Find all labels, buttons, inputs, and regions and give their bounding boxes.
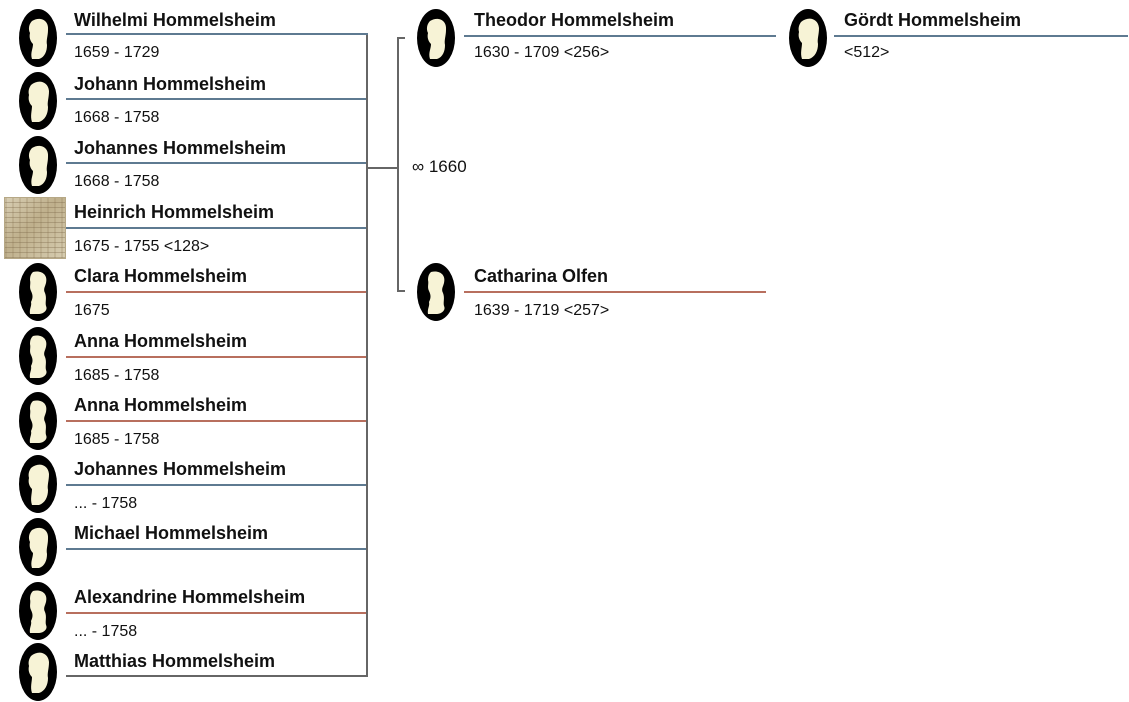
child-name[interactable]: Wilhelmi Hommelsheim (74, 10, 276, 30)
child-dates: ... - 1758 (74, 623, 138, 640)
male-silhouette-icon[interactable] (416, 8, 456, 68)
child-name[interactable]: Heinrich Hommelsheim (74, 202, 275, 222)
mother-underline (464, 291, 766, 293)
grandfather-name[interactable]: Gördt Hommelsheim (844, 10, 1022, 30)
child-name[interactable]: Anna Hommelsheim (74, 331, 248, 351)
child-name[interactable]: Matthias Hommelsheim (74, 651, 276, 671)
female-silhouette-icon[interactable] (18, 262, 58, 322)
grandfather-underline (834, 35, 1128, 37)
child-name[interactable]: Michael Hommelsheim (74, 523, 269, 543)
children-to-parents-connector (366, 167, 398, 169)
children-bottom-line (66, 675, 368, 677)
child-dates: ... - 1758 (74, 495, 138, 512)
child-name[interactable]: Clara Hommelsheim (74, 266, 248, 286)
person-underline (66, 484, 368, 486)
child-dates: 1675 (74, 302, 110, 319)
mother-name[interactable]: Catharina Olfen (474, 266, 609, 286)
female-silhouette-icon[interactable] (18, 326, 58, 386)
child-name[interactable]: Alexandrine Hommelsheim (74, 587, 306, 607)
person-underline (66, 33, 368, 35)
child-name[interactable]: Johann Hommelsheim (74, 74, 267, 94)
father-underline (464, 35, 776, 37)
father-dates: 1630 - 1709 <256> (474, 44, 610, 61)
person-underline (66, 356, 368, 358)
male-silhouette-icon[interactable] (18, 8, 58, 68)
bracket-tick-top (397, 37, 405, 39)
person-underline (66, 227, 368, 229)
person-underline (66, 291, 368, 293)
female-silhouette-icon[interactable] (18, 391, 58, 451)
parents-bracket-line (397, 37, 399, 292)
person-underline (66, 548, 368, 550)
child-dates: 1685 - 1758 (74, 431, 160, 448)
female-silhouette-icon[interactable] (18, 581, 58, 641)
bracket-tick-bottom (397, 290, 405, 292)
marriage-label: ∞ 1660 (412, 157, 467, 176)
child-name[interactable]: Johannes Hommelsheim (74, 459, 287, 479)
mother-dates: 1639 - 1719 <257> (474, 302, 610, 319)
person-underline (66, 420, 368, 422)
person-underline (66, 612, 368, 614)
grandfather-dates: <512> (844, 44, 890, 61)
male-silhouette-icon[interactable] (18, 642, 58, 702)
person-underline (66, 162, 368, 164)
child-dates: 1668 - 1758 (74, 109, 160, 126)
father-name[interactable]: Theodor Hommelsheim (474, 10, 675, 30)
child-dates: 1668 - 1758 (74, 173, 160, 190)
male-silhouette-icon[interactable] (18, 454, 58, 514)
male-silhouette-icon[interactable] (18, 135, 58, 195)
document-photo-icon[interactable] (4, 197, 66, 259)
child-dates: 1675 - 1755 <128> (74, 238, 210, 255)
person-underline (66, 98, 368, 100)
male-silhouette-icon[interactable] (18, 517, 58, 577)
male-silhouette-icon[interactable] (18, 71, 58, 131)
children-bracket-line (366, 35, 368, 676)
child-dates: 1659 - 1729 (74, 44, 160, 61)
child-name[interactable]: Johannes Hommelsheim (74, 138, 287, 158)
male-silhouette-icon[interactable] (788, 8, 828, 68)
child-name[interactable]: Anna Hommelsheim (74, 395, 248, 415)
female-silhouette-icon[interactable] (416, 262, 456, 322)
child-dates: 1685 - 1758 (74, 367, 160, 384)
